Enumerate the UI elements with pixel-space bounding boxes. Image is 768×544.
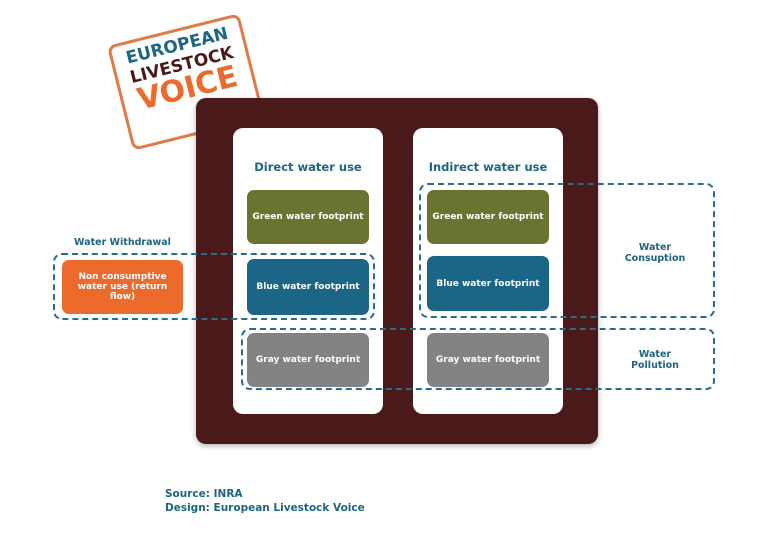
design-text: Design: European Livestock Voice — [165, 502, 365, 514]
pollution-label-2: Pollution — [631, 360, 679, 371]
source-text: Source: INRA — [165, 488, 243, 500]
consumption-group — [419, 183, 715, 318]
consumption-label-1: Water — [638, 242, 672, 253]
consumption-label-2: Consuption — [624, 253, 686, 264]
direct-green-box: Green water footprint — [247, 190, 369, 244]
pollution-label: Water Pollution — [615, 349, 695, 371]
consumption-label: Water Consuption — [615, 242, 695, 264]
indirect-gray-box: Gray water footprint — [427, 333, 549, 387]
withdrawal-group — [53, 253, 375, 320]
withdrawal-label: Water Withdrawal — [74, 237, 171, 248]
indirect-blue-box: Blue water footprint — [427, 256, 549, 311]
indirect-title: Indirect water use — [428, 160, 548, 174]
return-flow-box: Non consumptive water use (return flow) — [62, 260, 183, 314]
direct-blue-box: Blue water footprint — [247, 259, 369, 315]
direct-gray-box: Gray water footprint — [247, 333, 369, 387]
pollution-group — [241, 328, 715, 390]
direct-title: Direct water use — [254, 160, 362, 174]
pollution-label-1: Water — [638, 349, 672, 360]
indirect-green-box: Green water footprint — [427, 190, 549, 244]
